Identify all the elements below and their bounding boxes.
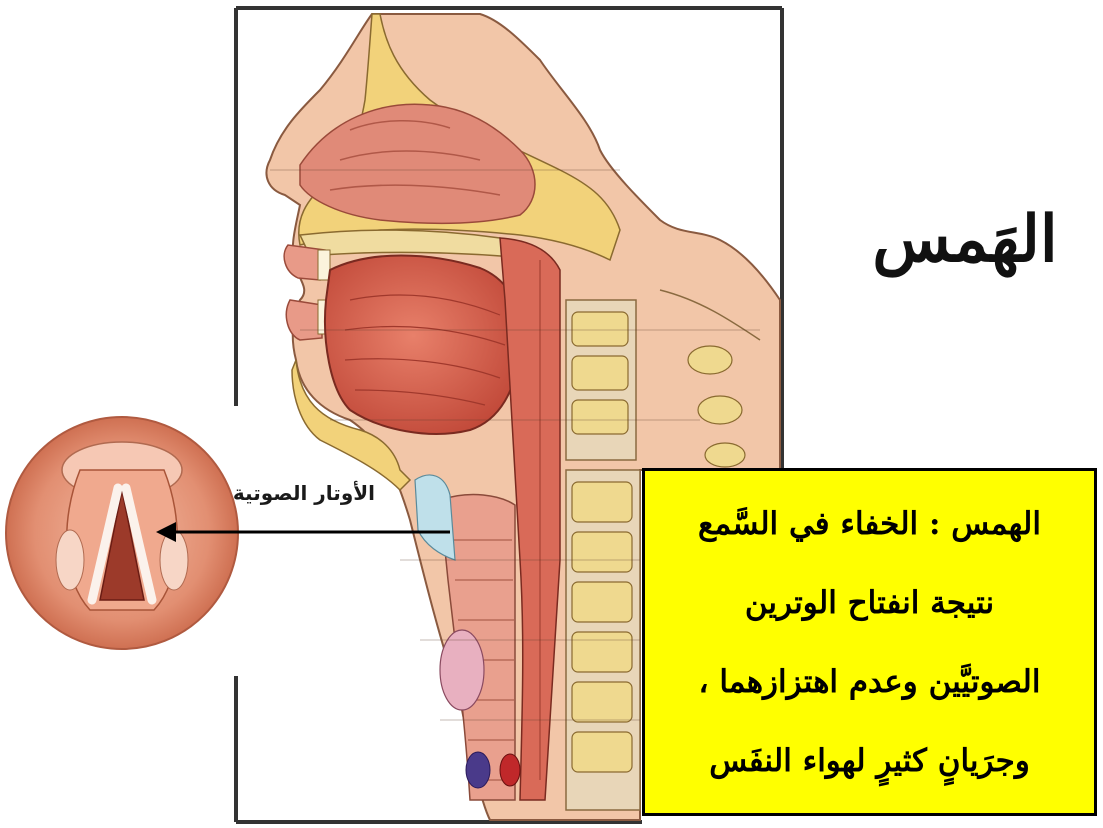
definition-line: نتيجة انفتاح الوترين <box>659 564 1080 643</box>
definition-line: الصوتيَّين وعدم اهتزازهما ، <box>659 643 1080 722</box>
definition-line: الهمس : الخفاء في السَّمع <box>659 485 1080 564</box>
page-title: الهَمس <box>860 190 1070 290</box>
definition-box: الهمس : الخفاء في السَّمع نتيجة انفتاح ا… <box>642 468 1097 816</box>
vocal-cords-label: الأوتار الصوتية <box>165 476 375 510</box>
definition-line: وجرَيانٍ كثيرٍ لهواء النفَس <box>659 722 1080 801</box>
